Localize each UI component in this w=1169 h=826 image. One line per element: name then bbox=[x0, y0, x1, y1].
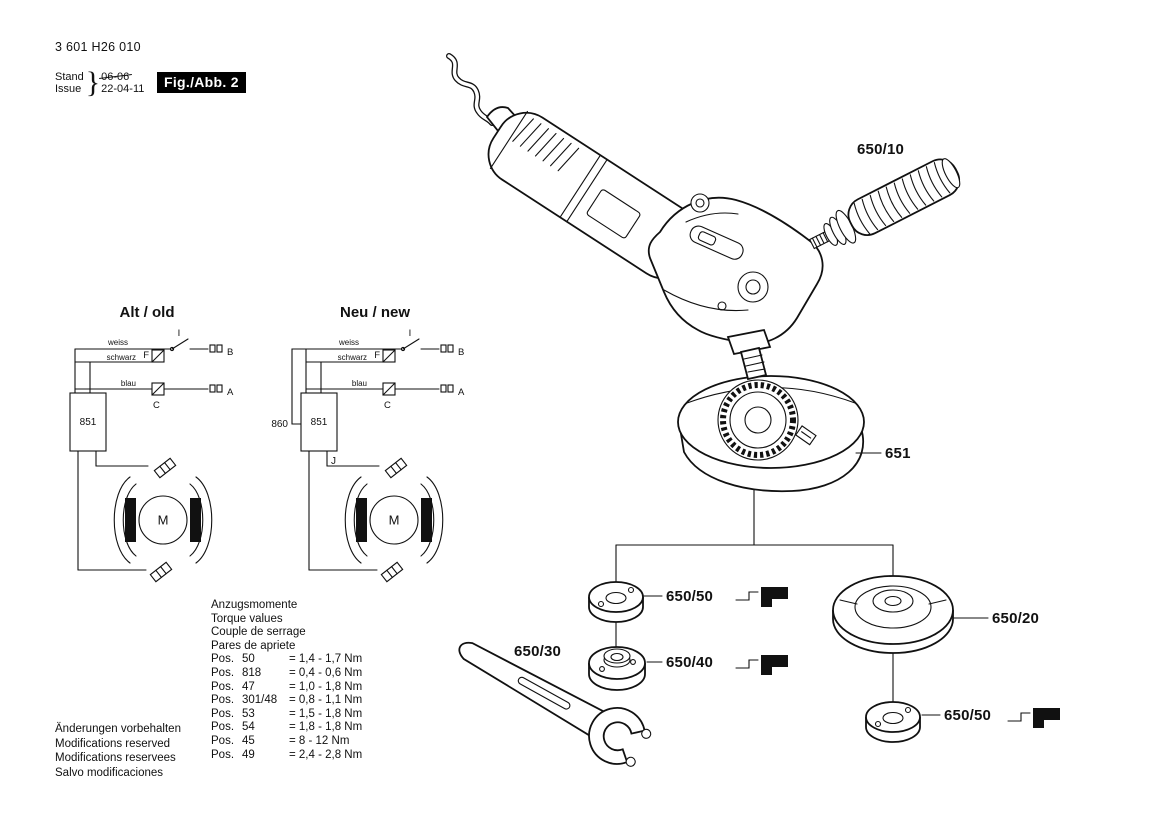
terminal-f-label: F bbox=[143, 350, 149, 361]
torque-row: Pos.50= 1,4 - 1,7 Nm bbox=[211, 653, 363, 666]
terminal-j-label: J bbox=[331, 456, 336, 467]
label-651: 651 bbox=[885, 445, 911, 462]
wiring-new-title: Neu / new bbox=[340, 304, 410, 321]
label-650-40: 650/40 bbox=[666, 654, 713, 671]
footer-line-fr: Modifications reservees bbox=[55, 752, 176, 764]
torque-title-de: Anzugsmomente bbox=[211, 599, 298, 611]
pin-wrench-illustration bbox=[458, 641, 652, 767]
component-860-label: 860 bbox=[271, 419, 288, 430]
terminal-i-label: I bbox=[178, 328, 181, 339]
torque-title-en: Torque values bbox=[211, 612, 283, 625]
torque-row: Pos.54= 1,8 - 1,8 Nm bbox=[211, 721, 363, 734]
wire-color-weiss: weiss bbox=[107, 338, 128, 347]
mounting-profile-glyph-2 bbox=[735, 655, 788, 675]
label-650-30: 650/30 bbox=[514, 643, 561, 660]
torque-title-fr: Couple de serrage bbox=[211, 626, 306, 639]
torque-row: Pos.49= 2,4 - 2,8 Nm bbox=[211, 748, 363, 761]
label-650-50-bottom: 650/50 bbox=[944, 707, 991, 724]
wheel-guard-illustration bbox=[677, 375, 865, 493]
footer-line-de: Änderungen vorbehalten bbox=[55, 723, 181, 735]
label-650-10: 650/10 bbox=[857, 141, 904, 158]
clamp-nut-650-40-illustration bbox=[588, 646, 646, 691]
torque-row: Pos.818= 0,4 - 0,6 Nm bbox=[211, 666, 363, 679]
footer-line-en: Modifications reserved bbox=[55, 737, 171, 750]
torque-row: Pos.45= 8 - 12 Nm bbox=[211, 734, 350, 747]
flange-650-50-bottom-illustration bbox=[865, 701, 921, 743]
flange-650-50-top-illustration bbox=[588, 581, 644, 623]
wiring-diagram-new-extras: 860 J bbox=[271, 348, 336, 467]
wire-color-schwarz: schwarz bbox=[107, 353, 136, 362]
terminal-b-label: B bbox=[227, 347, 233, 358]
grinder-illustration bbox=[446, 53, 824, 381]
backing-pad-650-20-illustration bbox=[832, 575, 954, 654]
wiring-diagram-new bbox=[300, 327, 466, 583]
component-851-label: 851 bbox=[80, 417, 97, 428]
mounting-profile-glyph-3 bbox=[1007, 708, 1060, 728]
wire-color-blau: blau bbox=[121, 379, 136, 388]
motor-symbol: M bbox=[113, 457, 213, 583]
wiring-old-title: Alt / old bbox=[120, 304, 175, 321]
torque-table: Anzugsmomente Torque values Couple de se… bbox=[211, 599, 362, 762]
torque-row: Pos.47= 1,0 - 1,8 Nm bbox=[211, 680, 363, 693]
revision-block: Stand Issue } 06-06 22-04-11 bbox=[55, 66, 145, 99]
old-revision-date: 06-06 bbox=[101, 70, 130, 83]
new-revision-date: 22-04-11 bbox=[101, 83, 145, 95]
label-650-50-top: 650/50 bbox=[666, 588, 713, 605]
terminal-a-label: A bbox=[227, 387, 234, 398]
issue-label: Issue bbox=[55, 83, 82, 95]
torque-row: Pos.301/48= 0,8 - 1,1 Nm bbox=[211, 694, 363, 707]
torque-title-es: Pares de apriete bbox=[211, 639, 296, 652]
part-number: 3 601 H26 010 bbox=[55, 40, 141, 54]
figure-label: Fig./Abb. 2 bbox=[157, 72, 246, 93]
side-handle-illustration bbox=[808, 158, 961, 250]
stand-label: Stand bbox=[55, 70, 84, 83]
label-650-20: 650/20 bbox=[992, 610, 1039, 627]
torque-row: Pos.53= 1,5 - 1,8 Nm bbox=[211, 707, 363, 720]
mounting-profile-glyph-1 bbox=[735, 587, 788, 607]
terminal-c-label: C bbox=[153, 400, 160, 411]
revision-brace: } bbox=[85, 66, 101, 99]
part-labels: 650/10 651 650/50 650/40 650/30 650/20 6… bbox=[514, 141, 1039, 724]
footer-line-es: Salvo modificaciones bbox=[55, 766, 164, 779]
motor-m-label: M bbox=[158, 513, 169, 528]
footer-notes: Änderungen vorbehalten Modifications res… bbox=[55, 722, 181, 780]
wiring-diagram-old: weiss I F schwarz blau C B A 851 bbox=[69, 328, 234, 583]
